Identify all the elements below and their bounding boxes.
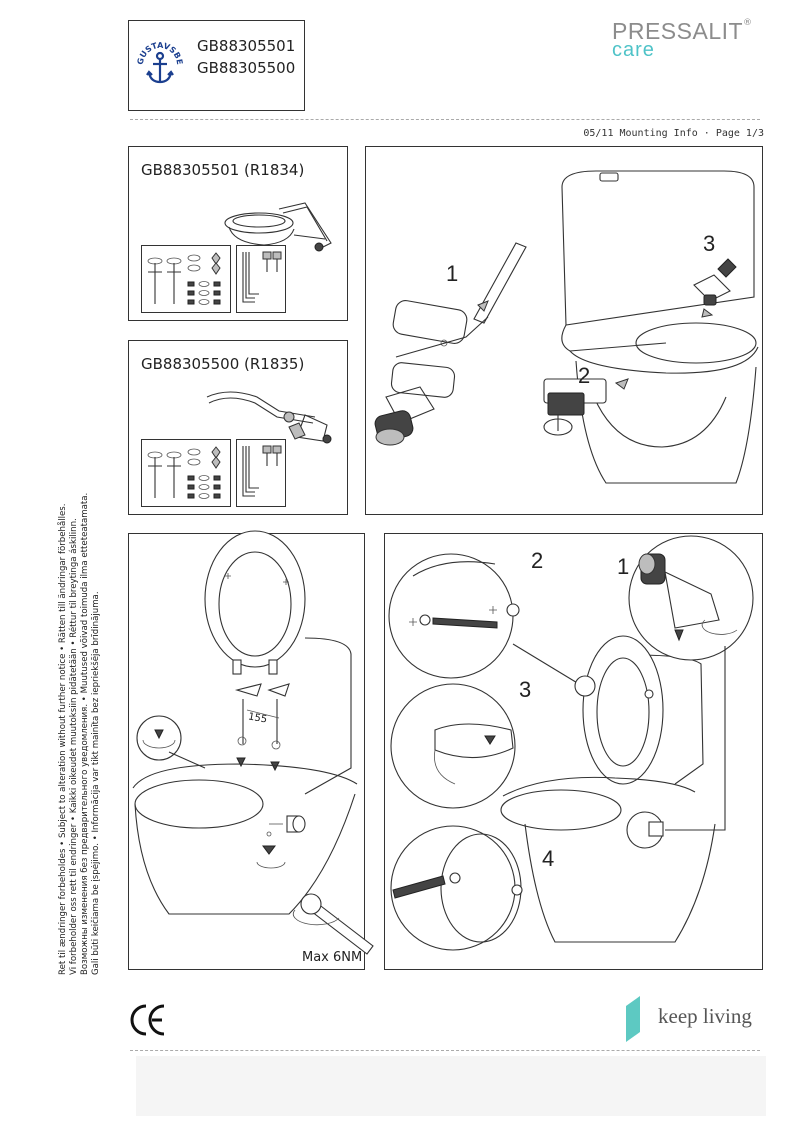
detail-step-2-number: 2	[531, 548, 543, 573]
disclaimer-line-3: Возможны изменения без предварительного …	[80, 492, 90, 975]
detail-panel: 2 1 3 4	[384, 533, 763, 970]
page-info: 05/11 Mounting Info · Page 1/3	[583, 128, 764, 139]
variant-label-2: GB88305500 (R1835)	[141, 355, 305, 373]
tools-kit-2	[236, 439, 286, 507]
fasteners-illustration-2	[147, 446, 221, 499]
parts-kit-1	[141, 245, 231, 313]
detail-step-3-number: 3	[519, 677, 531, 702]
tools-kit-1	[236, 245, 286, 313]
detail-step-4-number: 4	[542, 846, 554, 871]
leaf-icon	[626, 996, 640, 1042]
disclaimer-block: Ret til ændringer forbeholdes • Subject …	[58, 475, 102, 975]
company-name: PRESSALIT	[612, 18, 744, 44]
detail-step-1-number: 1	[617, 554, 629, 579]
product-code-box: GUSTAVSBERG GB88305501 GB88305500	[126, 14, 305, 111]
step-1-number: 1	[446, 261, 458, 286]
seat-mounting-illustration	[132, 530, 374, 955]
seat-bracket-illustration-1	[224, 202, 332, 252]
gustavsberg-logo: GUSTAVSBERG	[126, 14, 184, 84]
tagline: keep living	[658, 1004, 752, 1028]
variant-label-1: GB88305501 (R1834)	[141, 161, 305, 179]
anchor-icon	[146, 51, 174, 84]
assembly-panel: 1 2 3	[365, 146, 763, 515]
care-subbrand: care	[612, 39, 655, 61]
footer-shade	[136, 1056, 766, 1116]
parts-kit-2	[141, 439, 231, 507]
mounting-panel: 155 Max 6NM	[128, 530, 374, 970]
footer-divider	[130, 1050, 760, 1051]
pressalit-logo: PRESSALIT® care	[612, 18, 772, 68]
step-3-number: 3	[703, 231, 715, 256]
keep-living-logo: keep living	[624, 996, 764, 1044]
toilet-assembly-illustration	[374, 170, 759, 484]
disclaimer-line-1: Ret til ændringer forbeholdes • Subject …	[58, 503, 68, 976]
fasteners-illustration	[147, 252, 221, 305]
header-divider	[130, 119, 760, 120]
registered-mark: ®	[743, 18, 753, 28]
variant-panel-1: GB88305501 (R1834)	[128, 146, 348, 321]
svg-text:GUSTAVSBERG: GUSTAVSBERG	[126, 14, 184, 65]
seat-bracket-illustration-2	[206, 391, 332, 444]
step-2-number: 2	[578, 363, 590, 388]
ce-mark-icon	[130, 1004, 165, 1036]
disclaimer-line-4: Gali būti keičiama be įspėjimo. • Inform…	[91, 591, 101, 975]
hex-keys-illustration	[242, 251, 282, 303]
product-code-1: GB88305501	[197, 37, 296, 55]
variant-panel-2: GB88305500 (R1835)	[128, 340, 348, 515]
detail-steps-illustration	[388, 535, 754, 951]
torque-label: Max 6NM	[302, 950, 363, 965]
hex-keys-illustration-2	[242, 445, 282, 497]
product-code-2: GB88305500	[197, 59, 296, 77]
disclaimer-line-2: Vi forbeholder oss rett til endringer • …	[69, 518, 79, 975]
